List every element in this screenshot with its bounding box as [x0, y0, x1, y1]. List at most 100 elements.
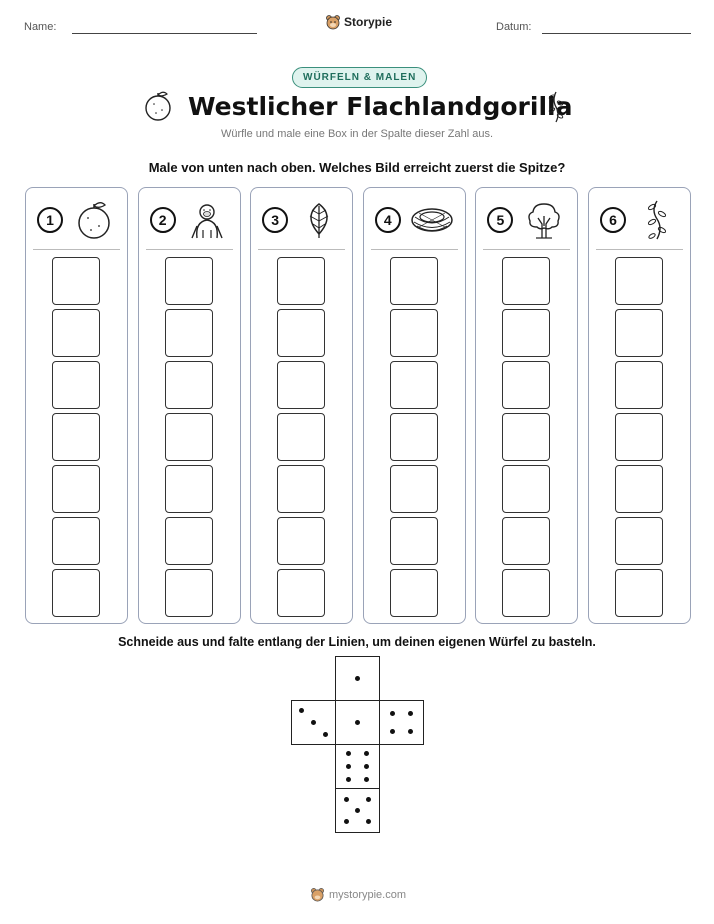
dice-pip	[389, 729, 395, 735]
color-box[interactable]	[502, 413, 551, 461]
color-box[interactable]	[52, 257, 100, 305]
color-box[interactable]	[502, 517, 551, 565]
column-separator	[483, 249, 571, 250]
dice-pip	[365, 818, 371, 824]
color-box[interactable]	[615, 413, 663, 461]
color-box[interactable]	[389, 361, 438, 409]
column-separator	[596, 249, 683, 250]
dice-face-6	[335, 744, 380, 789]
color-box[interactable]	[164, 517, 213, 565]
color-box[interactable]	[164, 361, 213, 409]
column-number: 3	[262, 207, 289, 233]
orange-icon	[70, 199, 118, 241]
nest-icon	[408, 199, 456, 241]
column-1: 1	[25, 187, 128, 624]
color-box[interactable]	[277, 413, 326, 461]
column-number: 6	[600, 207, 626, 233]
color-box[interactable]	[615, 257, 663, 305]
footer-url[interactable]: mystorypie.com	[329, 888, 407, 901]
vine-icon	[633, 199, 681, 241]
color-box[interactable]	[389, 257, 438, 305]
color-box[interactable]	[52, 413, 100, 461]
activity-badge: WÜRFELN & MALEN	[292, 67, 428, 88]
column-2: 2	[137, 187, 241, 624]
color-box[interactable]	[277, 309, 326, 357]
color-box[interactable]	[52, 465, 100, 513]
color-box[interactable]	[277, 517, 326, 565]
color-box[interactable]	[277, 257, 326, 305]
column-5: 5	[475, 187, 579, 624]
color-box[interactable]	[277, 465, 326, 513]
date-line[interactable]	[542, 33, 691, 34]
dice-pip	[355, 720, 360, 725]
storypie-logo: Storypie	[325, 14, 392, 30]
dice-face-1	[335, 656, 380, 701]
color-box[interactable]	[615, 309, 663, 357]
dice-pip	[389, 710, 395, 716]
dice-pip	[298, 707, 304, 713]
color-box[interactable]	[52, 361, 100, 409]
column-separator	[145, 249, 233, 250]
color-box[interactable]	[502, 309, 551, 357]
dice-pip	[345, 751, 351, 757]
color-box[interactable]	[52, 309, 100, 357]
leaf-icon	[295, 199, 343, 241]
color-box[interactable]	[502, 361, 551, 409]
color-box[interactable]	[277, 569, 326, 617]
dice-pip	[344, 797, 350, 803]
column-number: 1	[37, 207, 63, 233]
dice-pip	[345, 764, 351, 769]
name-label: Name:	[24, 21, 57, 33]
page-title: Westlicher Flachlandgorilla	[188, 92, 573, 121]
column-4: 4	[362, 187, 466, 624]
color-box[interactable]	[615, 517, 663, 565]
color-box[interactable]	[389, 517, 438, 565]
dice-face-3	[291, 700, 336, 745]
dice-pip	[364, 751, 370, 757]
column-3: 3	[250, 187, 354, 624]
color-box[interactable]	[164, 569, 213, 617]
color-box[interactable]	[502, 465, 551, 513]
color-box[interactable]	[52, 517, 100, 565]
color-box[interactable]	[389, 465, 438, 513]
color-box[interactable]	[52, 569, 100, 617]
color-box[interactable]	[164, 465, 213, 513]
logo-text: Storypie	[344, 15, 393, 29]
bear-logo-icon	[326, 15, 340, 30]
orange-title-icon	[145, 91, 171, 121]
dice-face-1	[335, 700, 380, 745]
color-box[interactable]	[164, 413, 213, 461]
color-box[interactable]	[615, 569, 663, 617]
column-instruction: Male von unten nach oben. Welches Bild e…	[148, 160, 566, 175]
dice-pip	[365, 797, 371, 803]
dice-face-5	[335, 788, 380, 833]
dice-pip	[364, 776, 370, 782]
color-box[interactable]	[389, 569, 438, 617]
color-box[interactable]	[277, 361, 326, 409]
color-box[interactable]	[389, 413, 438, 461]
gorilla-icon	[183, 199, 231, 241]
color-box[interactable]	[502, 569, 551, 617]
color-box[interactable]	[502, 257, 551, 305]
dice-pip	[408, 710, 414, 716]
dice-pip	[311, 720, 316, 725]
dice-pip	[344, 818, 350, 824]
column-separator	[33, 249, 120, 250]
page-subtitle: Würfle und male eine Box in der Spalte d…	[220, 128, 494, 140]
bear-footer-icon	[311, 888, 324, 902]
dice-pip	[323, 732, 329, 738]
name-line[interactable]	[72, 33, 257, 34]
column-number: 5	[487, 207, 514, 233]
dice-face-4	[379, 700, 424, 745]
footer: mystorypie.com	[310, 887, 406, 902]
color-box[interactable]	[389, 309, 438, 357]
dice-pip	[345, 776, 351, 782]
date-label: Datum:	[496, 21, 532, 33]
dice-pip	[408, 729, 414, 735]
color-box[interactable]	[164, 257, 213, 305]
color-box[interactable]	[615, 361, 663, 409]
dice-pip	[355, 808, 360, 813]
color-box[interactable]	[615, 465, 663, 513]
column-separator	[258, 249, 346, 250]
color-box[interactable]	[164, 309, 213, 357]
